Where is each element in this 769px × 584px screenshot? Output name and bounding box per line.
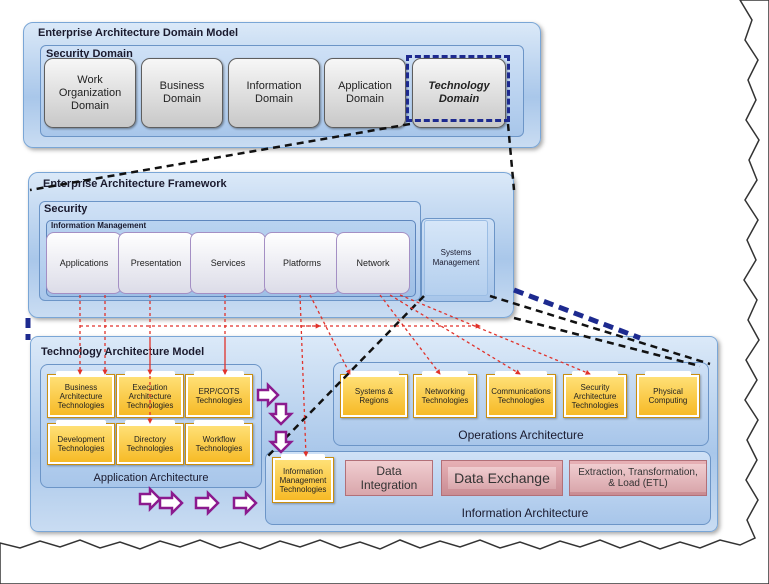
app-workflow: Workflow Technologies [185, 420, 253, 465]
red-arrows [77, 294, 591, 457]
systems-management: Systems Management [424, 220, 488, 296]
application-architecture-caption: Application Architecture [93, 472, 209, 484]
domain-business: Business Domain [141, 58, 223, 128]
layer-platforms: Platforms [264, 232, 340, 294]
bar-data-exchange: Data Exchange [441, 460, 563, 496]
domain-technology: Technology Domain [412, 58, 506, 128]
ops-security-architecture: Security Architecture Technologies [563, 371, 627, 418]
operations-architecture-caption: Operations Architecture [458, 428, 584, 442]
bar-etl: Extraction, Transformation, & Load (ETL) [569, 460, 707, 496]
domain-model-title: Enterprise Architecture Domain Model [38, 27, 239, 39]
security-domain-label: Security Domain [46, 48, 133, 60]
ops-systems-regions: Systems & Regions [340, 371, 408, 418]
ops-networking: Networking Technologies [413, 371, 477, 418]
layer-services: Services [190, 232, 266, 294]
domain-work-organization: Work Organization Domain [44, 58, 136, 128]
navy-dash-lines [25, 287, 641, 341]
layer-applications: Applications [46, 232, 122, 294]
layer-network: Network [336, 232, 410, 294]
information-architecture-caption: Information Architecture [461, 506, 589, 520]
framework-security-label: Security [44, 203, 88, 215]
ops-physical-computing: Physical Computing [636, 371, 700, 418]
app-development: Development Technologies [47, 420, 115, 465]
app-erp-cots: ERP/COTS Technologies [185, 371, 253, 418]
info-management-technologies: Information Management Technologies [272, 454, 334, 503]
bar-data-integration: Data Integration [345, 460, 433, 496]
ops-communications: Communications Technologies [486, 371, 556, 418]
technology-domain-highlight [406, 55, 510, 122]
zoom-lines [29, 122, 711, 457]
domain-application: Application Domain [324, 58, 406, 128]
domain-information: Information Domain [228, 58, 320, 128]
information-management-label: Information Management [51, 221, 147, 230]
purple-arrows [138, 381, 295, 517]
technology-model-title: Technology Architecture Model [41, 346, 205, 358]
